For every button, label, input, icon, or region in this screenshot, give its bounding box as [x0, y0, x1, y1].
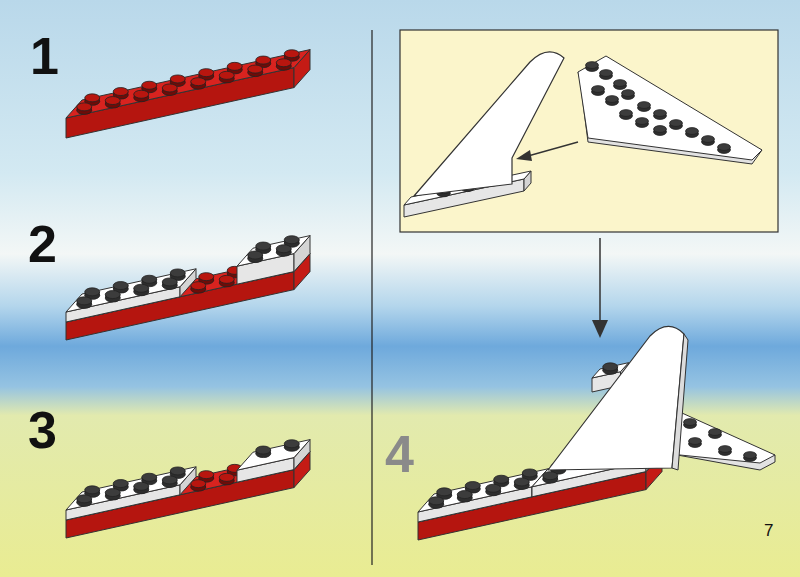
stud-top: [684, 419, 697, 426]
stud-top: [522, 469, 537, 477]
stud-top: [170, 467, 185, 475]
stud-top: [465, 482, 480, 490]
stud-top: [638, 102, 651, 109]
stud-top: [142, 81, 157, 89]
stud-top: [77, 297, 92, 305]
step-number: 2: [28, 218, 57, 270]
stud-top: [636, 118, 649, 125]
stud-top: [105, 489, 120, 497]
stud-top: [543, 472, 558, 480]
step-number: 1: [30, 30, 59, 82]
brick-top: [66, 254, 310, 322]
stud-top: [622, 90, 635, 97]
stud-top: [429, 497, 444, 505]
stud-top: [85, 94, 100, 102]
assembly-arrow: [599, 238, 601, 322]
stud-top: [654, 110, 667, 117]
stud-top: [592, 86, 605, 93]
stud-top: [85, 486, 100, 494]
stud-top: [256, 242, 271, 250]
stud-top: [606, 96, 619, 103]
stud-top: [514, 478, 529, 486]
stud-top: [457, 491, 472, 499]
stud-top: [284, 50, 299, 58]
tail-fin-edge: [672, 334, 688, 470]
stud-top: [276, 245, 291, 253]
step-number: 4: [385, 428, 414, 480]
stud-top: [670, 120, 683, 127]
stud-top: [586, 62, 599, 69]
stud-top: [142, 275, 157, 283]
brick-top: [237, 440, 310, 471]
stud-top: [113, 88, 128, 96]
brick-top: [66, 467, 196, 510]
stud-top: [256, 56, 271, 64]
stud-top: [113, 480, 128, 488]
stud-top: [486, 484, 501, 492]
stud-top: [284, 440, 299, 448]
stud-top: [162, 476, 177, 484]
insert-arrow: [528, 142, 578, 156]
page-number: 7: [764, 522, 773, 539]
detail-inset: [400, 30, 778, 232]
brick-drawings: [66, 50, 775, 540]
stud-top: [284, 236, 299, 244]
step-number: 3: [28, 404, 57, 456]
stud-top: [709, 429, 722, 436]
stud-top: [134, 482, 149, 490]
stud-top: [199, 273, 214, 281]
stud-top: [170, 269, 185, 277]
inset-fin: [414, 52, 564, 196]
brick-top: [66, 269, 196, 312]
stud-top: [437, 488, 452, 496]
stud-top: [600, 70, 613, 77]
stud-top: [603, 363, 618, 371]
stud-top: [77, 495, 92, 503]
stud-top: [744, 452, 757, 459]
stud-top: [113, 282, 128, 290]
stud-top: [248, 251, 263, 259]
stud-top: [191, 78, 206, 86]
inset-wing: [578, 56, 762, 160]
stud-top: [219, 71, 234, 79]
stud-top: [142, 473, 157, 481]
tail-fin: [548, 326, 684, 470]
stud-top: [248, 65, 263, 73]
stud-top: [686, 128, 699, 135]
stud-top: [105, 97, 120, 105]
stud-top: [702, 136, 715, 143]
stud-top: [654, 126, 667, 133]
stud-top: [256, 446, 271, 454]
stud-top: [620, 110, 633, 117]
stud-top: [77, 103, 92, 111]
brick-top: [237, 236, 310, 267]
stud-top: [718, 144, 731, 151]
stud-top: [719, 446, 732, 453]
stud-top: [162, 278, 177, 286]
arrow-head: [592, 320, 608, 338]
insert-arrow-head: [516, 150, 532, 161]
stud-top: [227, 62, 242, 70]
stud-top: [170, 75, 185, 83]
stud-top: [199, 69, 214, 77]
brick-top: [66, 50, 310, 118]
stud-top: [199, 471, 214, 479]
stud-top: [614, 80, 627, 87]
stud-top: [85, 288, 100, 296]
stud-top: [134, 90, 149, 98]
page-divider: [371, 30, 372, 565]
stud-top: [105, 291, 120, 299]
stud-top: [219, 473, 234, 481]
brick-top: [418, 469, 548, 512]
stud-top: [276, 59, 291, 67]
stud-top: [162, 84, 177, 92]
stud-top: [219, 275, 234, 283]
stud-top: [494, 475, 509, 483]
stud-top: [134, 284, 149, 292]
stud-top: [689, 438, 702, 445]
